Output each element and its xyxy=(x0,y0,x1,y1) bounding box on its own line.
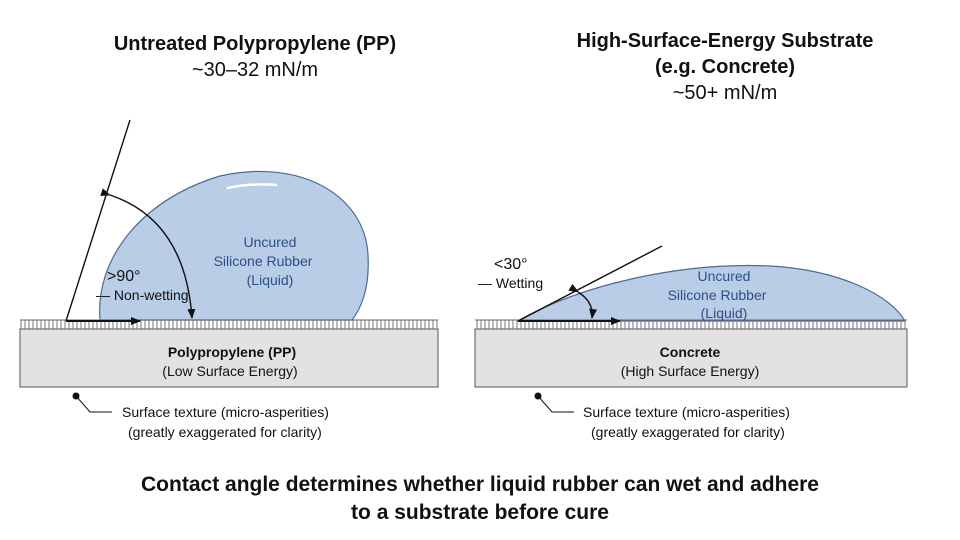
left-callout-line xyxy=(75,395,112,413)
left-tangent-line xyxy=(65,119,131,322)
right-callout-line xyxy=(537,395,574,413)
caption-line-1: Contact angle determines whether liquid … xyxy=(141,473,819,496)
right-drop-label-2: Silicone Rubber xyxy=(668,287,767,303)
right-angle-label: <30° xyxy=(494,256,528,273)
left-substrate-desc: (Low Surface Energy) xyxy=(162,363,297,379)
left-panel: Uncured Silicone Rubber (Liquid) >90° — … xyxy=(19,119,439,440)
right-texture-note-1: Surface texture (micro-asperities) xyxy=(583,404,790,420)
left-drop-label-3: (Liquid) xyxy=(247,272,294,288)
right-angle-arc xyxy=(568,283,598,319)
right-title-heading-line2: (e.g. Concrete) xyxy=(654,56,796,78)
right-tangent-line xyxy=(517,245,663,322)
left-substrate xyxy=(19,328,439,388)
left-angle-label: >90° xyxy=(107,268,141,285)
left-substrate-name: Polypropylene (PP) xyxy=(168,344,296,360)
right-panel-title: High-Surface-Energy Substrate (e.g. Conc… xyxy=(500,28,950,106)
figure-caption: Contact angle determines whether liquid … xyxy=(0,471,960,527)
right-drop-label-1: Uncured xyxy=(698,268,751,284)
right-drop-label-3: (Liquid) xyxy=(701,305,748,321)
right-substrate xyxy=(474,328,908,388)
left-angle-arc xyxy=(100,188,196,319)
left-drop-label-2: Silicone Rubber xyxy=(214,253,313,269)
left-texture-note-1: Surface texture (micro-asperities) xyxy=(122,404,329,420)
caption-line-2: to a substrate before cure xyxy=(351,501,609,524)
right-angle-note: — Wetting xyxy=(478,275,543,291)
right-texture-note-2: (greatly exaggerated for clarity) xyxy=(591,424,785,440)
left-droplet-highlight xyxy=(226,183,278,190)
left-angle-note: — Non-wetting xyxy=(96,287,189,303)
right-surface-texture xyxy=(475,320,907,329)
left-drop-label-1: Uncured xyxy=(244,234,297,250)
right-title-subtitle: ~50+ mN/m xyxy=(672,82,778,104)
right-panel: Uncured Silicone Rubber (Liquid) <30° — … xyxy=(474,245,908,440)
left-surface-texture xyxy=(20,320,438,329)
left-title-heading: Untreated Polypropylene (PP) xyxy=(113,33,397,55)
left-texture-note-2: (greatly exaggerated for clarity) xyxy=(128,424,322,440)
right-substrate-desc: (High Surface Energy) xyxy=(621,363,760,379)
left-panel-title: Untreated Polypropylene (PP) ~30–32 mN/m xyxy=(40,31,470,83)
left-title-subtitle: ~30–32 mN/m xyxy=(191,59,319,81)
right-substrate-name: Concrete xyxy=(660,344,721,360)
right-title-heading-line1: High-Surface-Energy Substrate xyxy=(576,30,874,52)
